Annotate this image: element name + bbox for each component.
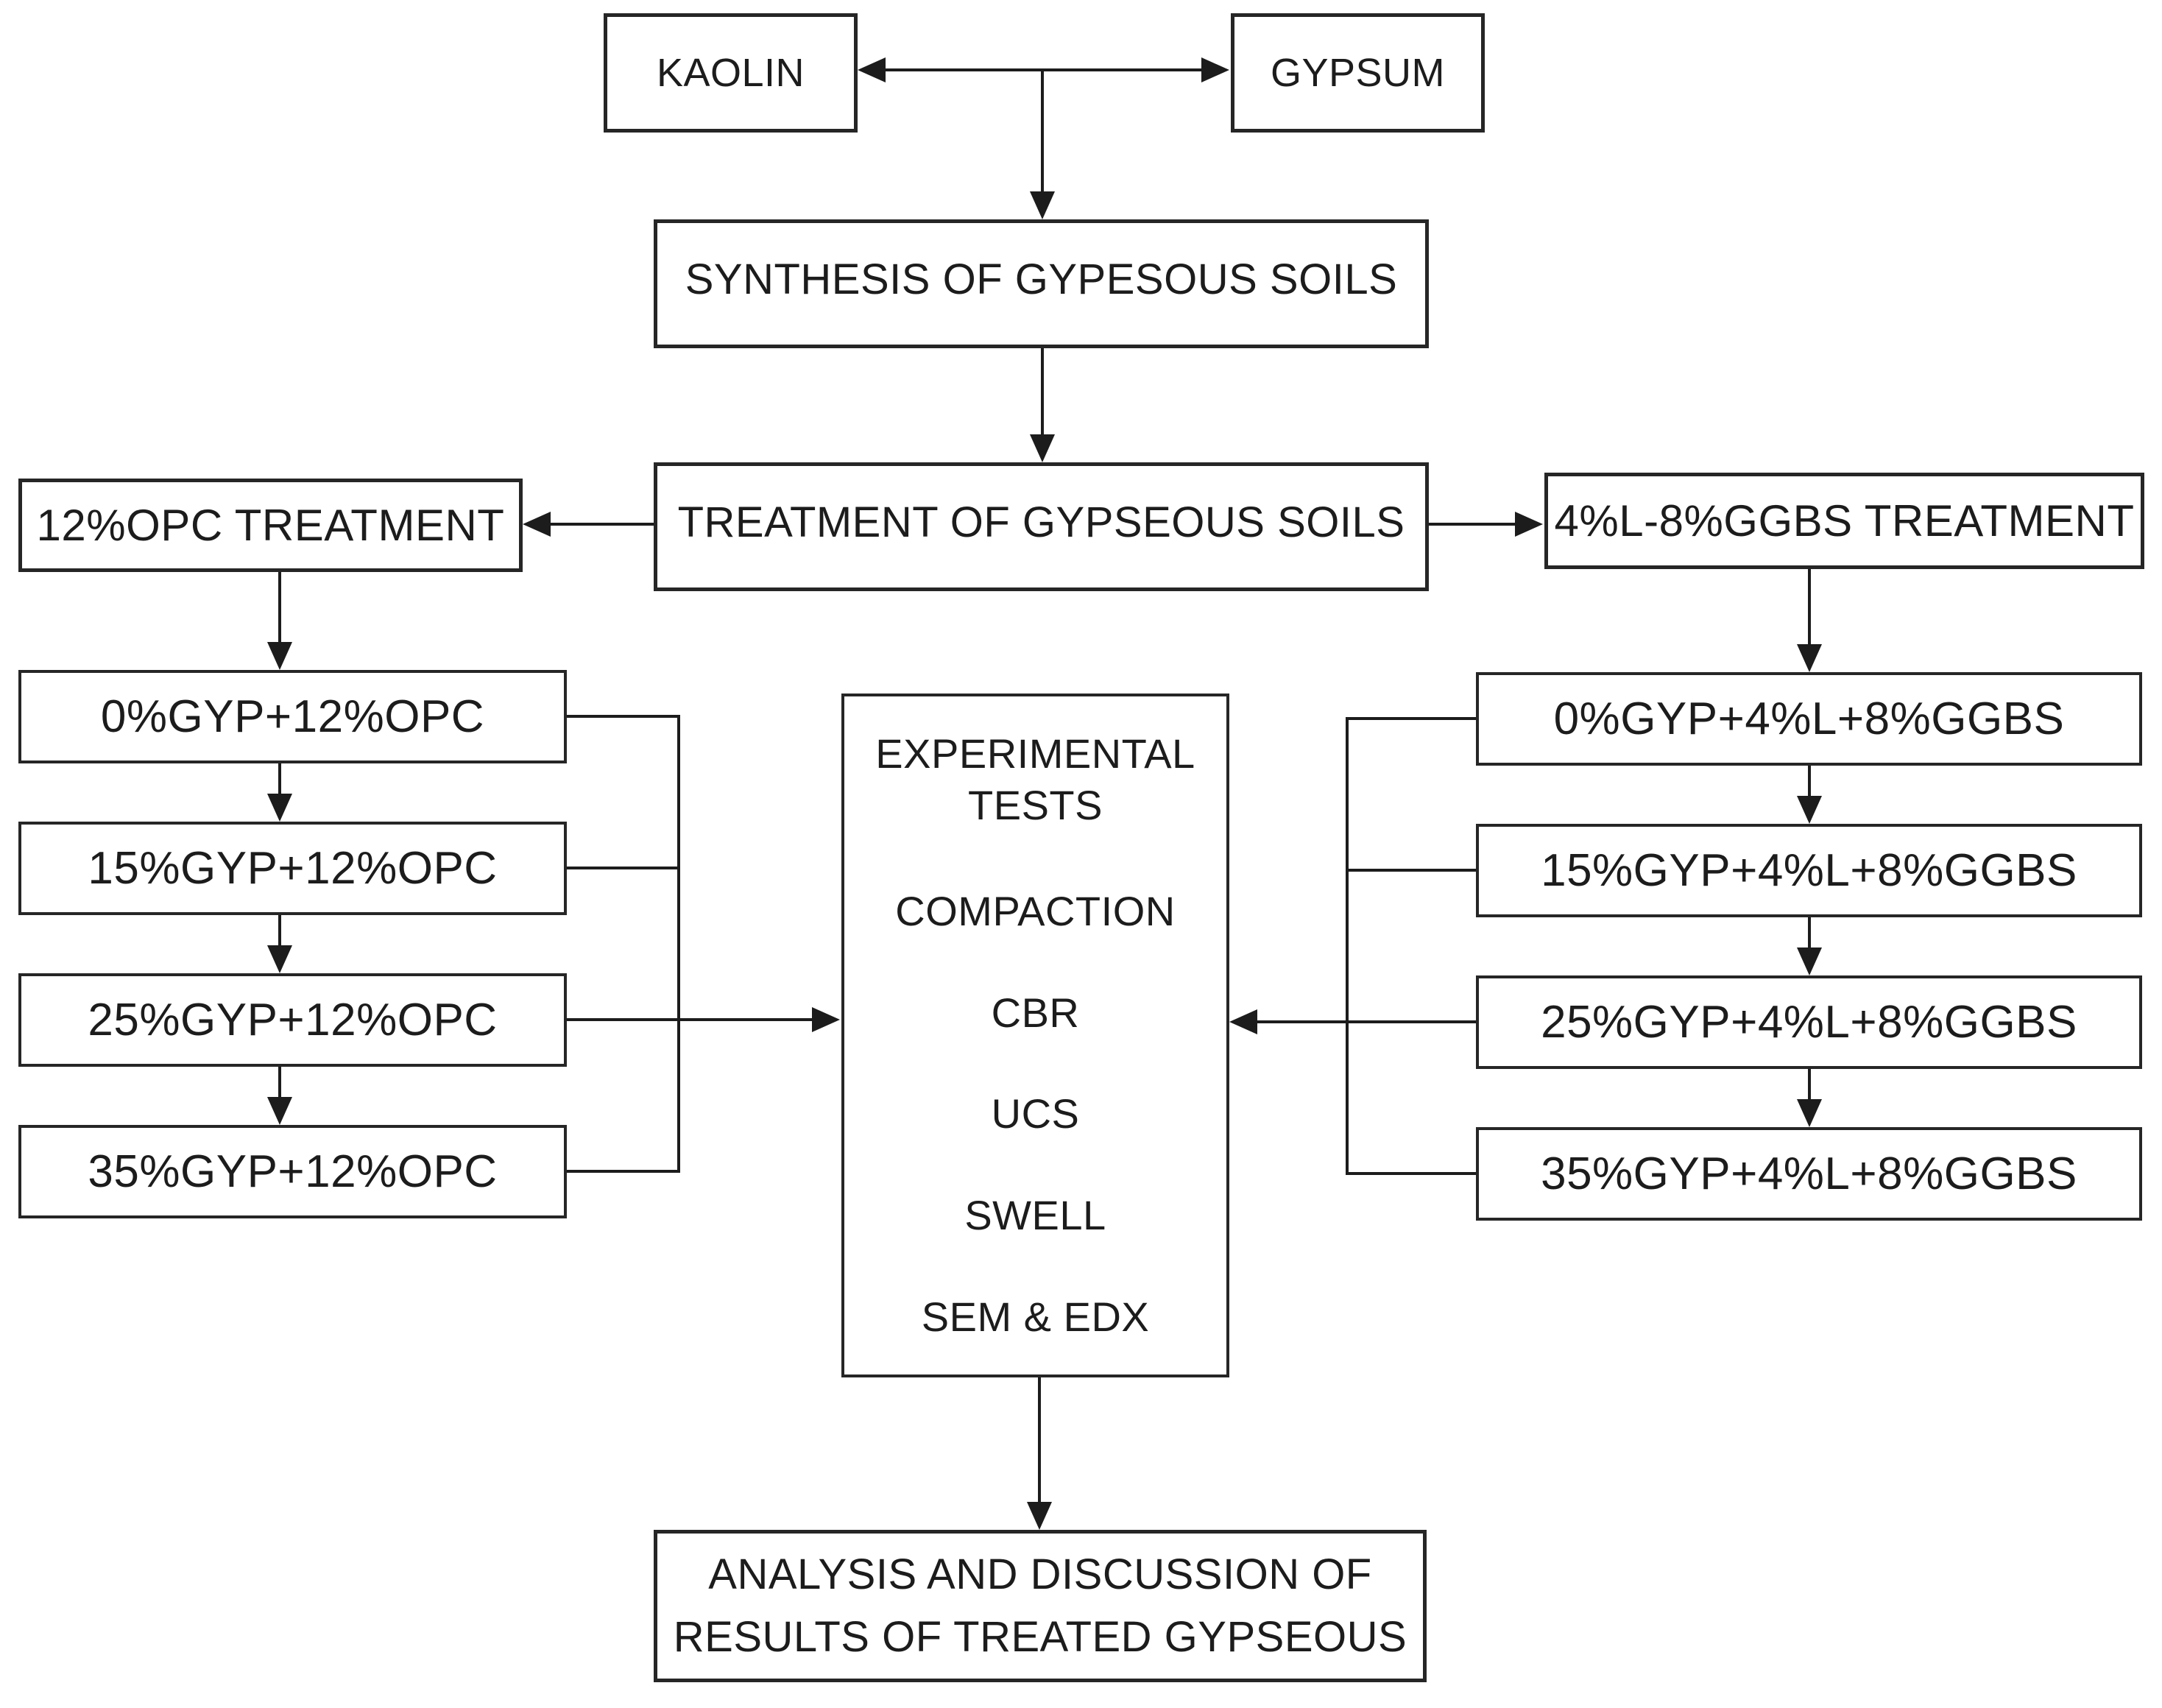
- gypsum-label: GYPSUM: [1270, 50, 1446, 95]
- test-item-compaction: COMPACTION: [895, 888, 1176, 935]
- experimental-heading-line2: TESTS: [968, 782, 1103, 829]
- arrowhead-into-right-step3: [1797, 947, 1822, 975]
- arrowhead-into-left-step4: [267, 1097, 292, 1125]
- analysis-label-line1: ANALYSIS AND DISCUSSION OF: [708, 1550, 1372, 1599]
- left-step-1-box: 0%GYP+12%OPC: [18, 670, 567, 763]
- right-bus-stub-3: [1347, 1020, 1476, 1023]
- experimental-heading-line1: EXPERIMENTAL: [875, 730, 1195, 777]
- arrowhead-into-synthesis: [1030, 191, 1055, 219]
- left-bus-stub-1: [567, 715, 680, 718]
- right-step1-to-step2-line: [1808, 766, 1811, 796]
- ggbs-treatment-label: 4%L-8%GGBS TREATMENT: [1554, 496, 2135, 546]
- left-bus-stub-4: [567, 1170, 680, 1173]
- left-step2-to-step3-line: [278, 915, 281, 945]
- right-step-2-box: 15%GYP+4%L+8%GGBS: [1476, 824, 2142, 917]
- right-bus-stub-4: [1347, 1172, 1476, 1175]
- left-step-4-box: 35%GYP+12%OPC: [18, 1125, 567, 1218]
- arrowhead-into-right-step1: [1797, 644, 1822, 672]
- treatment-box: TREATMENT OF GYPSEOUS SOILS: [654, 462, 1429, 591]
- left-step-2-label: 15%GYP+12%OPC: [88, 842, 498, 894]
- gypsum-box: GYPSUM: [1231, 13, 1485, 133]
- arrowhead-into-opc-treatment: [523, 512, 551, 537]
- arrowhead-into-analysis: [1027, 1502, 1052, 1530]
- right-step-2-label: 15%GYP+4%L+8%GGBS: [1541, 844, 2077, 896]
- test-item-swell: SWELL: [964, 1191, 1106, 1238]
- kaolin-box: KAOLIN: [604, 13, 858, 133]
- right-step-3-box: 25%GYP+4%L+8%GGBS: [1476, 975, 2142, 1069]
- synthesis-box: SYNTHESIS OF GYPESOUS SOILS: [654, 219, 1429, 348]
- analysis-box: ANALYSIS AND DISCUSSION OF RESULTS OF TR…: [654, 1530, 1427, 1682]
- treatment-label: TREATMENT OF GYPSEOUS SOILS: [677, 498, 1405, 546]
- test-item-ucs: UCS: [991, 1090, 1080, 1137]
- opc-treatment-box: 12%OPC TREATMENT: [18, 479, 523, 572]
- ggbs-to-right-step1-line: [1808, 569, 1811, 644]
- experimental-to-analysis-line: [1038, 1377, 1041, 1502]
- treatment-to-opc-line: [551, 523, 654, 526]
- right-step2-to-step3-line: [1808, 917, 1811, 947]
- treatment-to-ggbs-line: [1429, 523, 1516, 526]
- arrowhead-into-kaolin: [858, 57, 886, 82]
- left-step-3-box: 25%GYP+12%OPC: [18, 973, 567, 1067]
- right-step3-to-step4-line: [1808, 1069, 1811, 1099]
- arrowhead-into-experimental-right: [1229, 1009, 1257, 1034]
- right-step-3-label: 25%GYP+4%L+8%GGBS: [1541, 996, 2077, 1048]
- arrowhead-into-left-step1: [267, 642, 292, 670]
- arrowhead-into-treatment: [1030, 434, 1055, 462]
- test-item-sem-edx: SEM & EDX: [921, 1293, 1150, 1340]
- left-bus-to-experimental-line: [679, 1018, 813, 1021]
- kaolin-label: KAOLIN: [656, 50, 805, 95]
- experimental-tests-box: EXPERIMENTAL TESTS COMPACTION CBR UCS SW…: [841, 694, 1229, 1377]
- arrowhead-into-experimental-left: [812, 1007, 840, 1032]
- analysis-label-line2: RESULTS OF TREATED GYPSEOUS: [673, 1612, 1407, 1661]
- materials-to-synthesis-line: [1041, 70, 1044, 193]
- arrowhead-into-gypsum: [1201, 57, 1229, 82]
- synthesis-to-treatment-line: [1041, 348, 1044, 434]
- right-step-4-label: 35%GYP+4%L+8%GGBS: [1541, 1148, 2077, 1199]
- opc-treatment-label: 12%OPC TREATMENT: [36, 501, 505, 550]
- left-bus-stub-2: [567, 867, 680, 869]
- right-step-4-box: 35%GYP+4%L+8%GGBS: [1476, 1127, 2142, 1221]
- opc-to-left-step1-line: [278, 572, 281, 642]
- right-step-1-label: 0%GYP+4%L+8%GGBS: [1553, 693, 2065, 744]
- left-step-4-label: 35%GYP+12%OPC: [88, 1146, 498, 1197]
- arrowhead-into-right-step4: [1797, 1099, 1822, 1127]
- synthesis-label: SYNTHESIS OF GYPESOUS SOILS: [685, 255, 1398, 303]
- test-item-cbr: CBR: [991, 989, 1080, 1036]
- arrowhead-into-left-step3: [267, 945, 292, 973]
- right-bus-to-experimental-line: [1257, 1020, 1347, 1023]
- left-step-3-label: 25%GYP+12%OPC: [88, 994, 498, 1045]
- right-bus-line: [1346, 717, 1349, 1175]
- right-bus-stub-2: [1347, 869, 1476, 872]
- left-step-1-label: 0%GYP+12%OPC: [100, 691, 485, 742]
- left-step-2-box: 15%GYP+12%OPC: [18, 822, 567, 915]
- arrowhead-into-left-step2: [267, 794, 292, 822]
- right-step-1-box: 0%GYP+4%L+8%GGBS: [1476, 672, 2142, 766]
- left-bus-stub-3: [567, 1018, 680, 1021]
- left-step3-to-step4-line: [278, 1067, 281, 1097]
- left-step1-to-step2-line: [278, 763, 281, 794]
- experimental-tests-heading: EXPERIMENTAL TESTS: [875, 726, 1195, 834]
- arrowhead-into-right-step2: [1797, 796, 1822, 824]
- arrowhead-into-ggbs-treatment: [1515, 512, 1543, 537]
- left-bus-line: [677, 715, 680, 1173]
- kaolin-gypsum-connector-line: [883, 68, 1204, 71]
- right-bus-stub-1: [1347, 717, 1476, 720]
- ggbs-treatment-box: 4%L-8%GGBS TREATMENT: [1544, 473, 2144, 569]
